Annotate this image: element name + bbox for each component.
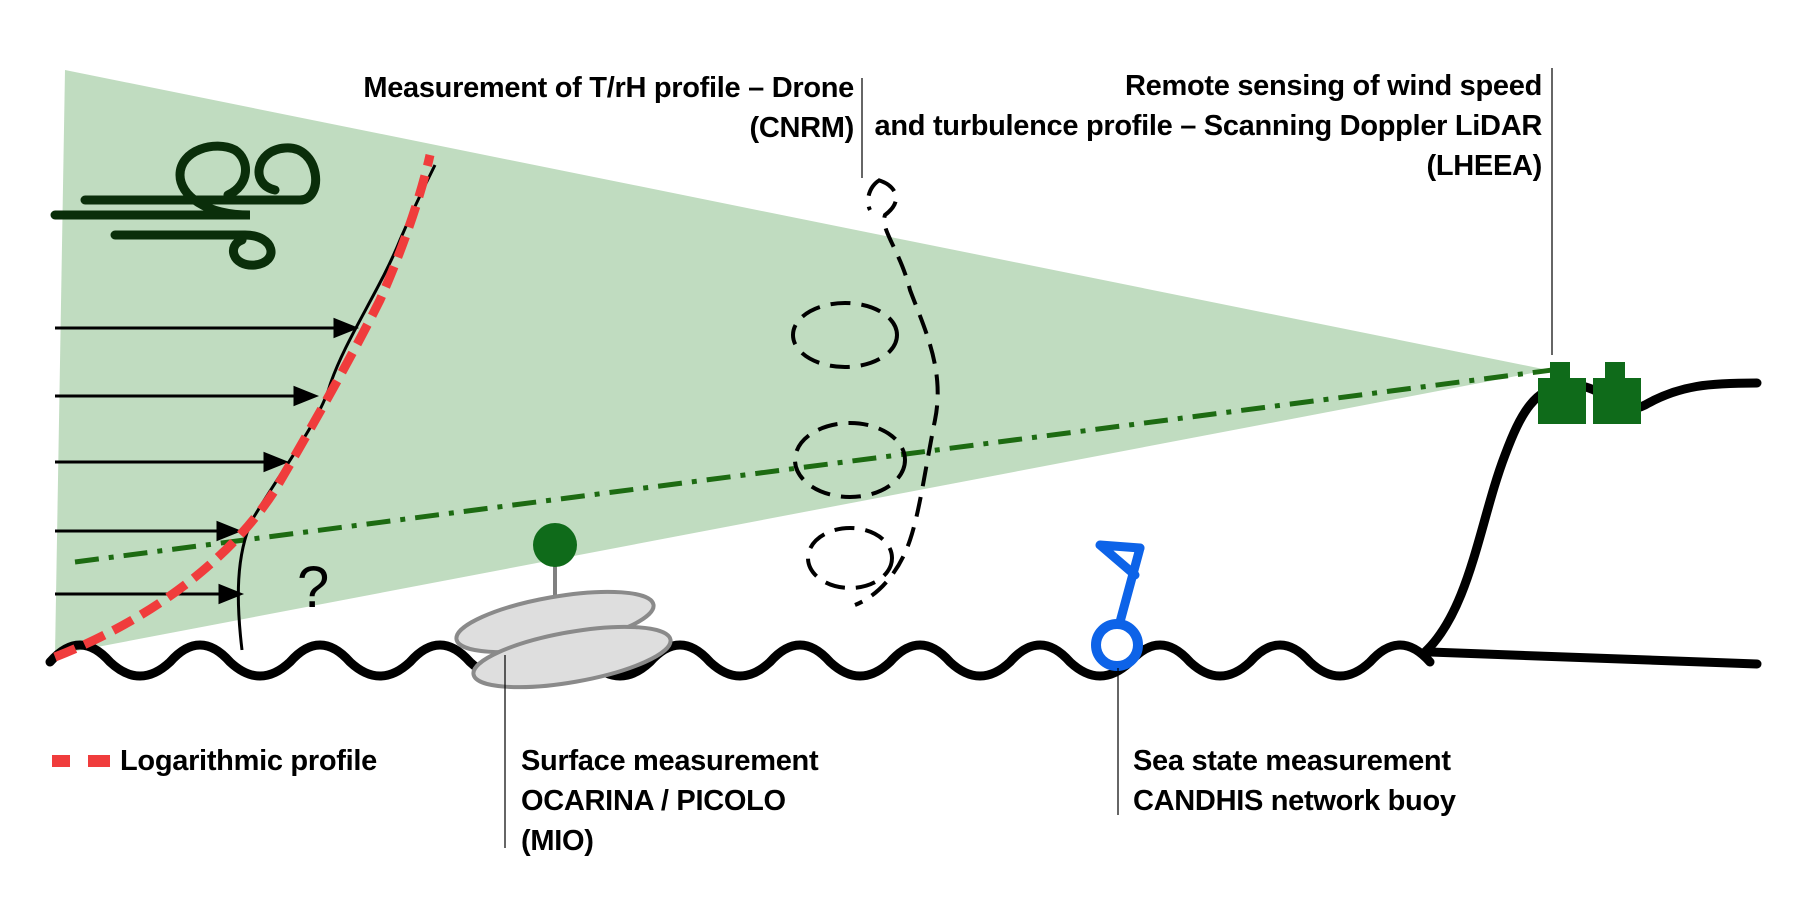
wind-icon	[50, 141, 320, 270]
surface-label-line3: (MIO)	[521, 825, 594, 857]
lidar-label-line2: and turbulence profile – Scanning Dopple…	[874, 110, 1543, 142]
lidar-scan-cone	[55, 70, 1548, 655]
surface-measurement-label: Surface measurement OCARINA / PICOLO (MI…	[521, 741, 819, 861]
surface-platform-icon	[454, 523, 673, 690]
surface-label-line2: OCARINA / PICOLO	[521, 785, 786, 817]
coastline	[1420, 378, 1762, 657]
lidar-beam-line	[74, 366, 1561, 565]
sea-state-label-line1: Sea state measurement	[1133, 745, 1451, 777]
lidar-label-line3: (LHEEA)	[1426, 150, 1542, 182]
drone-label: Measurement of T/rH profile – Drone (CNR…	[363, 68, 854, 148]
legend-label: Logarithmic profile	[120, 745, 377, 777]
lidar-label-line1: Remote sensing of wind speed	[1125, 70, 1542, 102]
lidar-device-icon	[1538, 362, 1641, 424]
sea-state-label: Sea state measurement CANDHIS network bu…	[1133, 741, 1456, 821]
question-mark: ?	[297, 555, 329, 620]
lidar-label: Remote sensing of wind speed and turbule…	[874, 66, 1543, 186]
legend-swatch-icon	[52, 755, 110, 767]
shore-line	[1425, 647, 1762, 669]
log-profile-curve	[53, 154, 435, 662]
sea-state-label-line2: CANDHIS network buoy	[1133, 785, 1456, 817]
callout-lines	[504, 68, 1553, 848]
wind-arrows	[55, 317, 360, 605]
surface-label-line1: Surface measurement	[521, 745, 819, 777]
drone-label-line1: Measurement of T/rH profile – Drone	[363, 72, 854, 104]
drone-label-line2: (CNRM)	[749, 112, 854, 144]
sea-surface	[45, 640, 1435, 681]
drone-path-icon	[791, 178, 940, 607]
buoy-icon	[1091, 540, 1145, 671]
